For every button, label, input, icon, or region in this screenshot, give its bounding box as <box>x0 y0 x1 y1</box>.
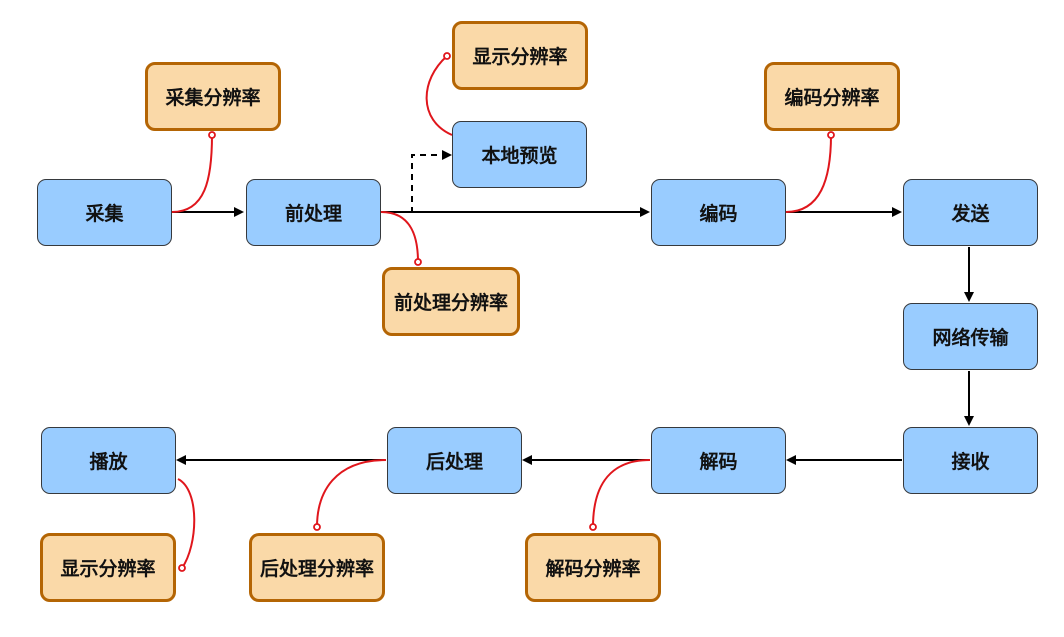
step-encode: 编码 <box>651 179 786 246</box>
step-play: 播放 <box>41 427 176 494</box>
link-capture-resolution <box>171 134 213 213</box>
resolution-encode: 编码分辨率 <box>764 62 900 131</box>
step-local-preview: 本地预览 <box>452 121 587 188</box>
link-end-display-top <box>443 52 451 60</box>
link-end-display-bottom <box>178 564 186 572</box>
step-postprocess: 后处理 <box>387 427 522 494</box>
link-preview-display-resolution <box>425 55 453 136</box>
link-play-display-resolution <box>177 478 196 569</box>
arrow-preprocess-to-preview <box>400 150 452 213</box>
link-end-capture <box>208 131 216 139</box>
link-end-encode <box>827 131 835 139</box>
step-decode: 解码 <box>651 427 786 494</box>
link-end-decode <box>589 523 597 531</box>
link-postprocess-resolution <box>316 459 387 528</box>
resolution-decode: 解码分辨率 <box>525 533 661 602</box>
resolution-preprocess: 前处理分辨率 <box>382 267 520 336</box>
link-preprocess-resolution <box>380 211 419 263</box>
resolution-capture: 采集分辨率 <box>145 62 281 131</box>
resolution-display-bottom: 显示分辨率 <box>40 533 176 602</box>
link-end-postprocess <box>313 523 321 531</box>
link-encode-resolution <box>785 134 832 213</box>
link-end-preprocess <box>414 258 422 266</box>
step-preprocess: 前处理 <box>246 179 381 246</box>
resolution-postprocess: 后处理分辨率 <box>249 533 385 602</box>
link-decode-resolution <box>592 459 651 528</box>
step-send: 发送 <box>903 179 1038 246</box>
resolution-display-top: 显示分辨率 <box>452 21 588 90</box>
step-receive: 接收 <box>903 427 1038 494</box>
step-capture: 采集 <box>37 179 172 246</box>
step-network: 网络传输 <box>903 303 1038 370</box>
